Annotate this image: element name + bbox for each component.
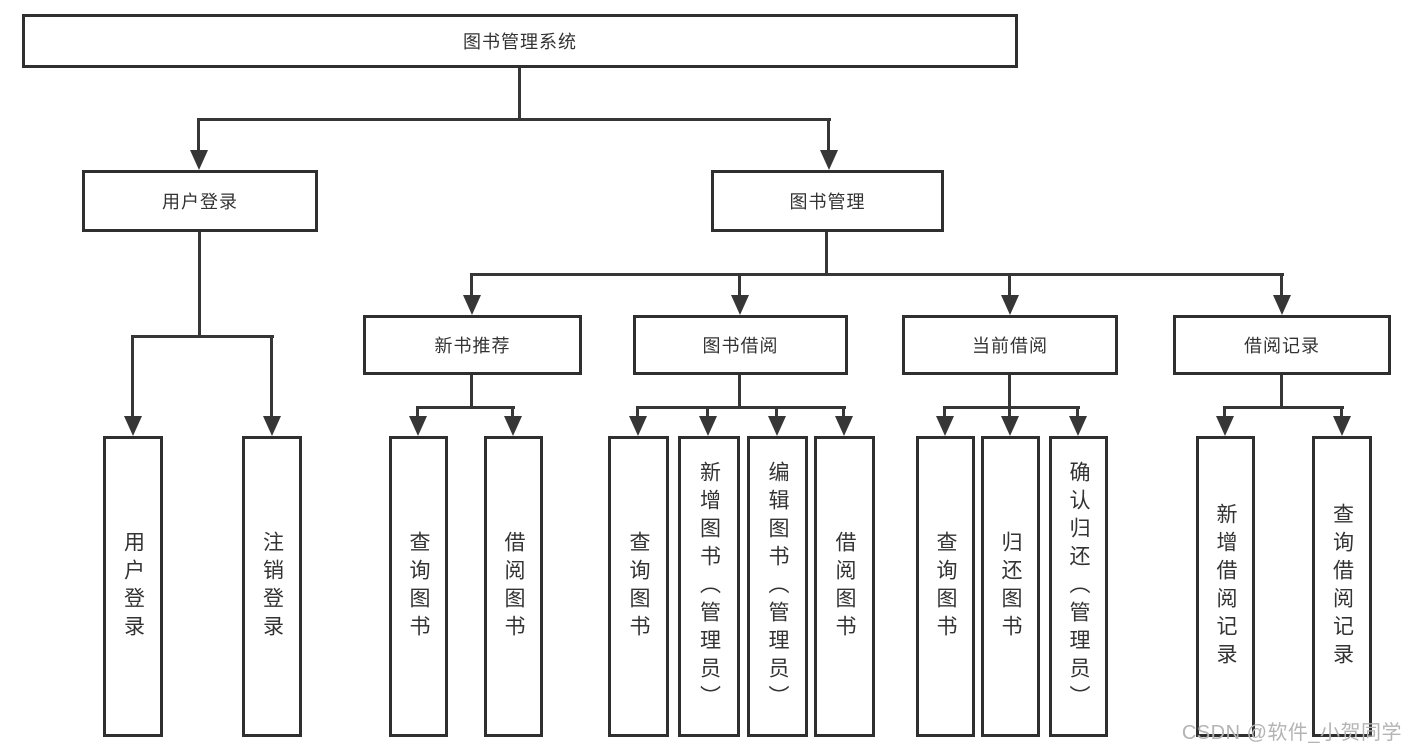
arrow-down-icon <box>1273 295 1291 315</box>
connector-line <box>270 335 273 418</box>
arrow-down-icon <box>409 416 427 436</box>
connector-line <box>827 118 830 152</box>
connector-line <box>416 406 515 409</box>
leaf-borrow-borrow-books: 借阅图书 <box>814 436 875 737</box>
leaf-recommend-query-books-label: 查询图书 <box>407 530 430 643</box>
leaf-current-query-books-label: 查询图书 <box>934 530 957 643</box>
connector-line <box>197 118 831 121</box>
arrow-down-icon <box>263 416 281 436</box>
connector-line <box>131 335 274 338</box>
connector-line <box>518 68 521 120</box>
connector-line <box>470 375 473 409</box>
leaf-records-query-record: 查询借阅记录 <box>1312 436 1372 737</box>
leaf-current-confirm-return-admin-label: 确认归还（管理员） <box>1067 460 1090 713</box>
connector-line <box>842 406 845 418</box>
leaf-recommend-borrow-books-label: 借阅图书 <box>502 530 525 643</box>
leaf-current-confirm-return-admin: 确认归还（管理员） <box>1049 436 1108 737</box>
watermark: CSDN @软件_小贺同学 <box>1181 722 1402 744</box>
connector-line <box>775 406 778 418</box>
leaf-user-login: 用户登录 <box>103 436 163 737</box>
node-borrow-records: 借阅记录 <box>1173 315 1391 375</box>
connector-line <box>1280 375 1283 409</box>
arrow-down-icon <box>936 416 954 436</box>
connector-line <box>198 232 201 338</box>
leaf-recommend-borrow-books: 借阅图书 <box>484 436 543 737</box>
connector-line <box>738 273 741 297</box>
leaf-records-add-record-label: 新增借阅记录 <box>1214 502 1237 671</box>
leaf-borrow-edit-books-admin-label: 编辑图书（管理员） <box>766 460 789 713</box>
connector-line <box>511 406 514 418</box>
connector-line <box>1076 406 1079 418</box>
connector-line <box>636 406 846 409</box>
leaf-logout: 注销登录 <box>242 436 302 737</box>
node-user-login: 用户登录 <box>82 170 318 232</box>
leaf-records-add-record: 新增借阅记录 <box>1196 436 1255 737</box>
arrow-down-icon <box>190 150 208 170</box>
connector-line <box>1008 273 1011 297</box>
node-root-label: 图书管理系统 <box>463 32 577 52</box>
leaf-borrow-query-books: 查询图书 <box>608 436 669 737</box>
connector-line <box>943 406 946 418</box>
arrow-down-icon <box>699 416 717 436</box>
leaf-current-return-books-label: 归还图书 <box>999 530 1022 643</box>
arrow-down-icon <box>1333 416 1351 436</box>
connector-line <box>470 273 1284 276</box>
node-current-borrow: 当前借阅 <box>902 315 1118 375</box>
arrow-down-icon <box>820 150 838 170</box>
arrow-down-icon <box>768 416 786 436</box>
arrow-down-icon <box>1001 295 1019 315</box>
leaf-borrow-borrow-books-label: 借阅图书 <box>833 530 856 643</box>
arrow-down-icon <box>731 295 749 315</box>
connector-line <box>470 273 473 297</box>
leaf-recommend-query-books: 查询图书 <box>389 436 448 737</box>
connector-line <box>1280 273 1283 297</box>
leaf-borrow-edit-books-admin: 编辑图书（管理员） <box>747 436 808 737</box>
node-borrow-records-label: 借阅记录 <box>1244 336 1320 356</box>
connector-line <box>706 406 709 418</box>
leaf-current-query-books: 查询图书 <box>916 436 975 737</box>
node-root: 图书管理系统 <box>22 14 1018 68</box>
leaf-user-login-label: 用户登录 <box>121 530 145 643</box>
leaf-logout-label: 注销登录 <box>260 530 284 643</box>
node-book-mgmt-label: 图书管理 <box>789 192 866 212</box>
connector-line <box>197 118 200 152</box>
arrow-down-icon <box>1069 416 1087 436</box>
node-current-borrow-label: 当前借阅 <box>972 336 1048 356</box>
arrow-down-icon <box>1001 416 1019 436</box>
connector-line <box>1008 406 1011 418</box>
node-new-book-recommend: 新书推荐 <box>363 315 582 375</box>
connector-line <box>825 232 828 276</box>
connector-line <box>1223 406 1226 418</box>
arrow-down-icon <box>629 416 647 436</box>
connector-line <box>1008 375 1011 409</box>
leaf-current-return-books: 归还图书 <box>981 436 1040 737</box>
connector-line <box>1340 406 1343 418</box>
node-user-login-label: 用户登录 <box>162 192 238 212</box>
node-new-book-recommend-label: 新书推荐 <box>434 336 511 356</box>
arrow-down-icon <box>504 416 522 436</box>
node-book-borrow-label: 图书借阅 <box>702 336 779 356</box>
connector-line <box>1223 406 1344 409</box>
leaf-borrow-add-books-admin: 新增图书（管理员） <box>678 436 740 737</box>
leaf-borrow-query-books-label: 查询图书 <box>627 530 650 643</box>
arrow-down-icon <box>835 416 853 436</box>
leaf-records-query-record-label: 查询借阅记录 <box>1330 502 1354 671</box>
connector-line <box>943 406 1080 409</box>
arrow-down-icon <box>1216 416 1234 436</box>
arrow-down-icon <box>463 295 481 315</box>
arrow-down-icon <box>124 416 142 436</box>
connector-line <box>738 375 741 409</box>
node-book-mgmt: 图书管理 <box>711 170 944 232</box>
connector-line <box>636 406 639 418</box>
leaf-borrow-add-books-admin-label: 新增图书（管理员） <box>697 460 721 713</box>
connector-line <box>416 406 419 418</box>
node-book-borrow: 图书借阅 <box>633 315 848 375</box>
connector-line <box>131 335 134 418</box>
